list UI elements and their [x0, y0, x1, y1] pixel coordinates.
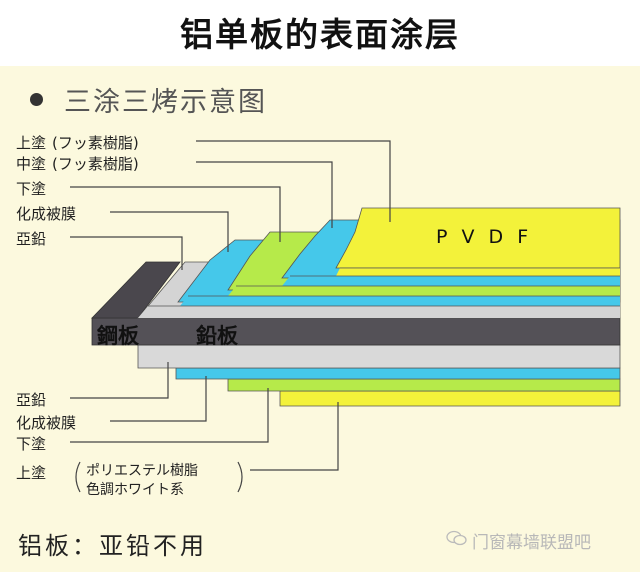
bottom-basecoat-layer — [227, 378, 621, 392]
steel-plate-front — [91, 317, 621, 346]
label-chemical-film-bottom: 化成被膜 — [16, 414, 77, 432]
bottom-chemical-film-layer — [175, 367, 621, 380]
leader-top-coat — [196, 140, 391, 222]
bracket-right — [237, 461, 243, 493]
leader-zinc-top — [70, 236, 183, 270]
title-bar — [0, 0, 640, 66]
leader-top-coat-bottom — [250, 402, 339, 471]
pvdf-label: P V D F — [436, 226, 533, 248]
aluminum-plate-label: 鉛板 — [196, 324, 238, 348]
band-zinc-strip — [138, 306, 620, 318]
label-top-coat-bottom-detail-1: ポリエステル樹脂 — [86, 463, 198, 479]
steel-plate-bevel — [91, 261, 181, 319]
label-top-coat-bottom: 上塗 — [16, 464, 47, 482]
label-top-coat-bottom-detail-2: 色調ホワイト系 — [86, 482, 184, 498]
page-title: 铝单板的表面涂层 — [180, 15, 460, 54]
leader-base-coat — [70, 186, 281, 242]
leader-chemical-film-bottom — [110, 376, 207, 422]
label-mid-coat: 中塗 — [16, 155, 47, 173]
label-chemical-film: 化成被膜 — [16, 205, 77, 223]
watermark: 门窗幕墙联盟吧 — [472, 533, 591, 553]
label-top-coat: 上塗 — [16, 134, 47, 152]
leader-zinc-bottom — [70, 362, 169, 399]
label-base-coat-bottom: 下塗 — [16, 435, 47, 453]
label-zinc-top: 亞鉛 — [16, 230, 47, 248]
label-mid-coat-detail: (フッ素樹脂) — [52, 155, 139, 173]
diagram-subtitle: 三涂三烤示意图 — [64, 87, 267, 118]
label-top-coat-detail: (フッ素樹脂) — [52, 134, 139, 152]
leader-chemical-film — [110, 211, 229, 252]
bottom-topcoat-layer — [279, 390, 621, 407]
leader-base-coat-bottom — [70, 388, 269, 443]
footer-note: 铝板：亚铅不用 — [18, 532, 207, 560]
band-cyan2-strip — [282, 276, 620, 286]
label-zinc-bottom: 亞鉛 — [16, 391, 47, 409]
leader-mid-coat — [196, 161, 333, 228]
bracket-left — [75, 461, 81, 493]
band-cyan-strip — [180, 296, 620, 306]
band-green-strip — [228, 286, 620, 296]
wechat-icon — [446, 530, 467, 546]
label-base-coat: 下塗 — [16, 180, 47, 198]
bullet-icon — [30, 93, 43, 106]
band-yellow-strip — [336, 268, 620, 276]
steel-plate-label: 鋼板 — [97, 324, 139, 348]
